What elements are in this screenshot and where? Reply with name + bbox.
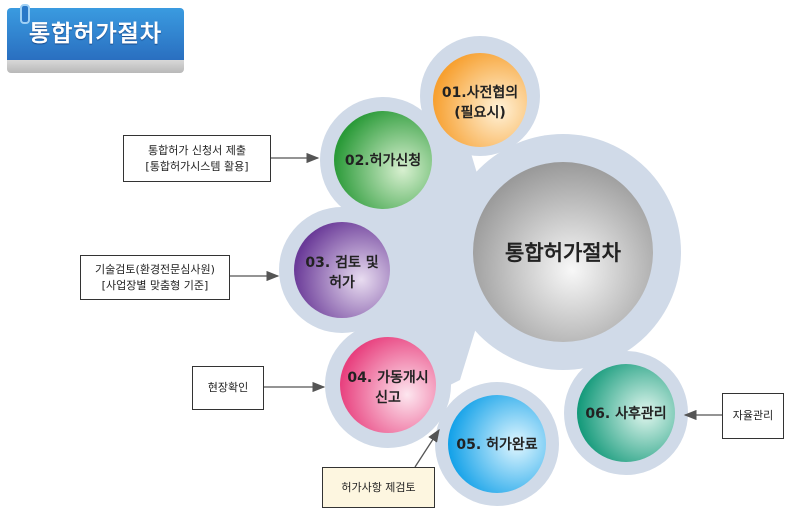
connector-arrows <box>228 152 722 468</box>
page-title: 통합허가절차 <box>7 8 184 60</box>
note-re-review: 허가사항 제검토 <box>322 467 435 508</box>
step-label: 06. 사후관리 <box>585 405 666 422</box>
step-circle <box>448 395 546 493</box>
step-label: 05. 허가완료 <box>456 436 537 453</box>
note-application: 통합허가 신청서 제출 [통합허가시스템 활용] <box>123 135 271 182</box>
step-circle <box>577 364 675 462</box>
note-self-management: 자율관리 <box>722 393 784 439</box>
note-site-check: 현장확인 <box>192 366 264 410</box>
note-line: 통합허가 신청서 제출 <box>147 143 247 157</box>
step-circle <box>433 53 527 147</box>
note-review: 기술검토(환경전문심사원) [사업장별 맞춤형 기준] <box>80 255 230 300</box>
step-label: (필요시) <box>454 104 505 121</box>
step-label: 03. 검토 및 <box>305 254 378 271</box>
step-node-3: 03. 검토 및허가 <box>294 222 390 318</box>
title-underbar <box>7 60 184 73</box>
clip-icon <box>20 4 30 24</box>
step-circle <box>334 111 432 209</box>
step-label: 허가 <box>329 274 355 291</box>
center-circle: 통합허가절차 <box>473 162 653 342</box>
note-line: [사업장별 맞춤형 기준] <box>101 278 209 292</box>
step-label: 01.사전협의 <box>442 84 518 101</box>
step-circle <box>294 222 390 318</box>
step-label: 04. 가동개시 <box>347 370 428 386</box>
step-node-2: 02.허가신청 <box>334 111 432 209</box>
step-label: 02.허가신청 <box>345 152 421 169</box>
step-circle <box>340 337 436 433</box>
step-node-5: 05. 허가완료 <box>448 395 546 493</box>
note-line: 기술검토(환경전문심사원) <box>95 262 215 276</box>
step-node-1: 01.사전협의 (필요시) <box>433 53 527 147</box>
note-line: [통합허가시스템 활용] <box>145 159 249 173</box>
center-label: 통합허가절차 <box>505 241 622 265</box>
step-node-6: 06. 사후관리 <box>577 364 675 462</box>
step-label: 신고 <box>375 390 401 406</box>
